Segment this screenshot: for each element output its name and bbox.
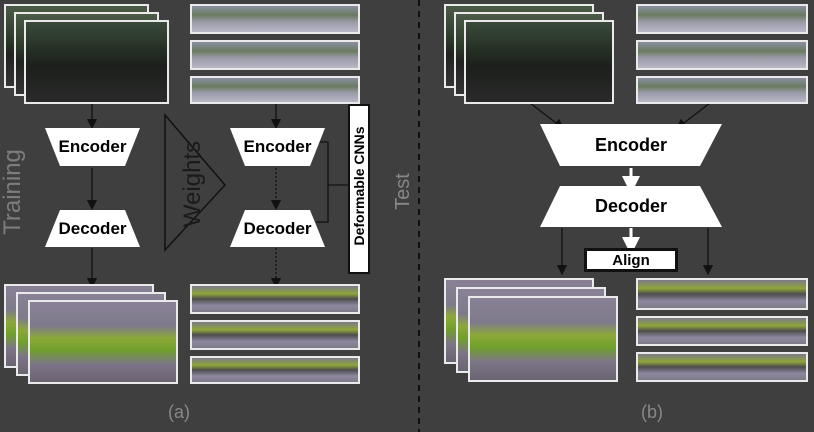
encoder-shape-a-left xyxy=(45,128,140,166)
deformable-cnns-box xyxy=(348,104,370,274)
caption-a: (a) xyxy=(168,402,190,422)
test-label: Test xyxy=(391,173,414,210)
decoder-shape-a-right xyxy=(230,210,325,247)
test-panorama-images xyxy=(636,4,808,104)
decoder-shape-a-left xyxy=(45,210,140,247)
test-panorama-segmentation xyxy=(636,278,808,382)
deformable-cnns-label: Deformable CNNs xyxy=(351,126,367,246)
training-panorama-segmentation xyxy=(190,284,360,384)
encoder-label-b: Encoder xyxy=(594,134,668,155)
decoder-label-b: Decoder xyxy=(594,196,668,216)
encoder-label-a-right: Encoder xyxy=(243,137,312,156)
align-box: Align xyxy=(584,248,678,272)
encoder-label-a-left: Encoder xyxy=(58,137,127,156)
training-panorama-images xyxy=(190,4,360,104)
training-input-images xyxy=(4,4,169,104)
test-segmentation-output xyxy=(444,278,619,382)
decoder-label-a-right: Decoder xyxy=(243,218,312,238)
align-label: Align xyxy=(587,251,675,269)
encoder-shape-a-right xyxy=(230,128,325,166)
arrow-b-input-right xyxy=(675,102,711,130)
encoder-shape-b xyxy=(540,124,722,166)
deformable-bracket xyxy=(316,141,329,223)
weights-triangle xyxy=(164,112,227,252)
arrow-b-input-left xyxy=(529,102,565,130)
caption-b: (b) xyxy=(641,402,663,422)
weights-label: Weights xyxy=(179,140,207,228)
decoder-shape-b xyxy=(540,186,722,227)
training-segmentation-output xyxy=(4,284,179,384)
decoder-label-a-left: Decoder xyxy=(58,218,127,238)
test-input-images xyxy=(444,4,614,104)
training-label: Training xyxy=(0,149,26,235)
